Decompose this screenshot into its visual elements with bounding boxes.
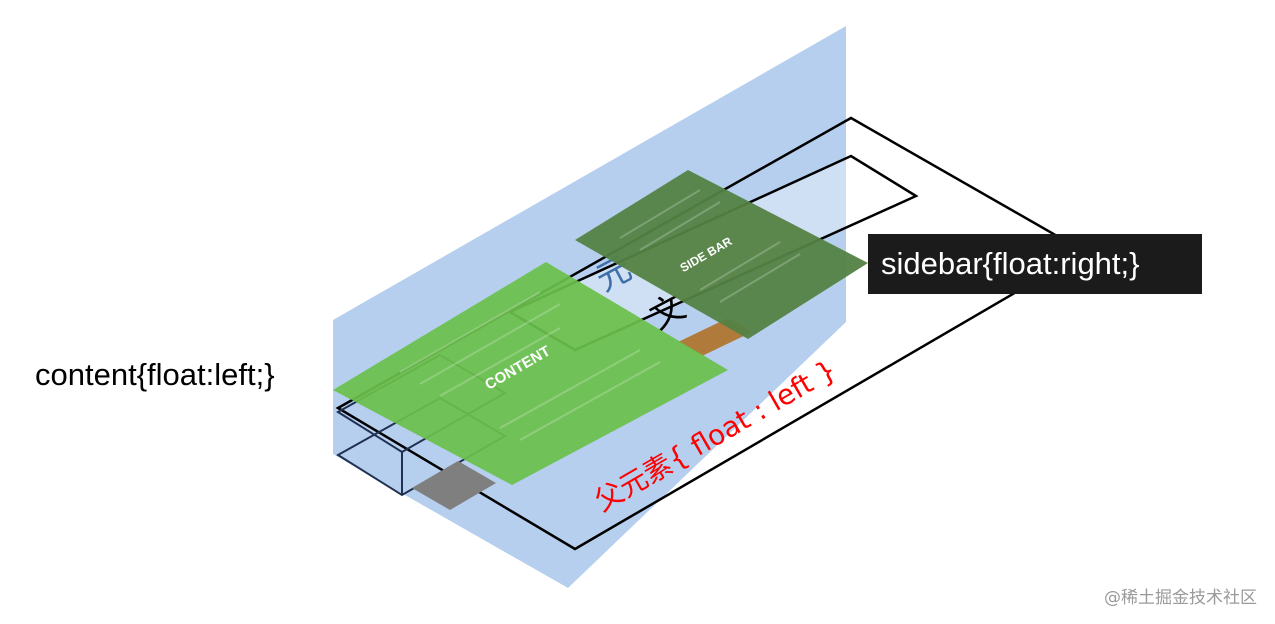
sidebar-card-text-line bbox=[639, 201, 721, 251]
sidebar-card bbox=[575, 170, 868, 339]
sidebar-card-text-line bbox=[719, 253, 801, 303]
footer-block bbox=[412, 461, 496, 510]
content-card-text-line bbox=[399, 291, 541, 373]
sidebar-card-text-line bbox=[619, 189, 701, 239]
content-float-label: content{float:left;} bbox=[35, 357, 275, 392]
content-card-text-line bbox=[499, 349, 641, 429]
watermark: @稀土掘金技术社区 bbox=[1104, 588, 1257, 608]
content-card-text-line bbox=[439, 327, 561, 397]
sidebar-card-text-line bbox=[699, 241, 781, 291]
content-card-text-line bbox=[419, 303, 561, 385]
content-card bbox=[333, 262, 728, 485]
sidebar-float-label: sidebar{float:right;} bbox=[868, 234, 1202, 294]
content-card-text-line bbox=[519, 361, 661, 441]
